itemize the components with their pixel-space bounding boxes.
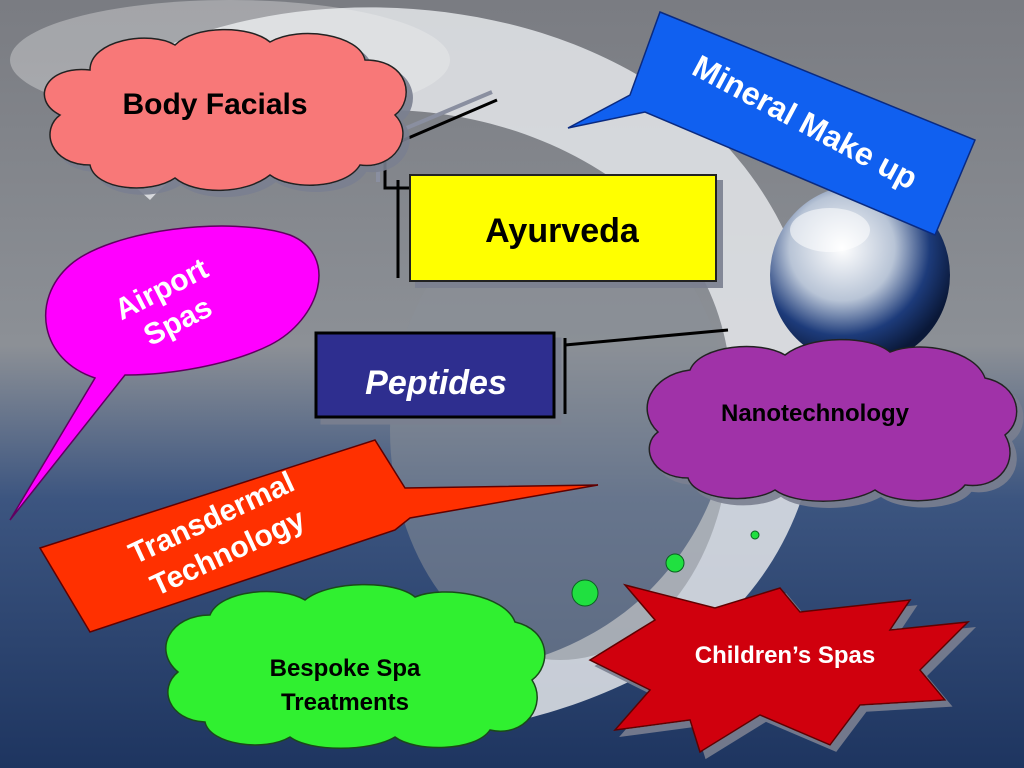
nanotechnology-label: Nanotechnology	[720, 400, 909, 427]
childrens-spas-label: Children’s Spas	[694, 642, 876, 669]
body-facials-cloud	[43, 28, 407, 192]
glass-sphere-shine	[790, 208, 870, 252]
childrens-spas-star	[588, 583, 971, 754]
body-facials-label: Body Facials	[122, 88, 308, 121]
bespoke-spa-cloud	[165, 583, 546, 749]
peptides-box	[314, 331, 556, 419]
peptides-label: Peptides	[365, 364, 507, 402]
nanotechnology-cloud	[646, 338, 1018, 502]
green-bubble-medium	[665, 553, 685, 573]
bespoke-spa-treatments-label: Bespoke Spa Treatments	[220, 652, 470, 720]
airport-spas-callout	[9, 225, 320, 521]
ayurveda-label: Ayurveda	[485, 212, 639, 250]
transdermal-callout	[38, 439, 599, 633]
bespoke-label-line2: Treatments	[280, 689, 410, 716]
mineral-make-up-callout	[567, 11, 976, 236]
ayurveda-box	[409, 174, 717, 282]
green-bubble-small	[750, 530, 760, 540]
background-ring-inner	[390, 200, 730, 660]
green-bubble-large	[571, 579, 599, 607]
bespoke-label-line1: Bespoke Spa	[269, 655, 421, 682]
connector-line-mid	[564, 328, 729, 347]
